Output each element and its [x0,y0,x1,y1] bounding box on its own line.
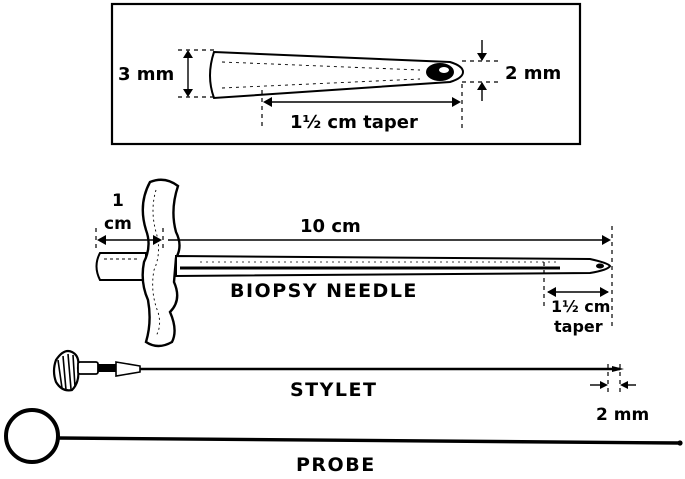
needle-taper-arrow-left [547,287,556,297]
inset-tip-arrow-top [477,53,487,61]
probe-tip [677,440,683,446]
needle-taper-label-2: taper [554,317,603,336]
needle-handle [141,178,181,348]
needle-handle-label-1: 1 [112,191,124,211]
needle-length-arrow-right [602,235,611,245]
inset-taper-label: 1½ cm taper [290,112,418,133]
inset-width-label: 3 mm [118,64,174,85]
inset-tip-arrow-bottom [477,82,487,90]
needle-handle-shading [152,189,161,337]
needle-taper-label-1: 1½ cm [551,297,610,316]
inset-needle-shaft [209,50,465,100]
needle-hub [95,252,147,281]
stylet: 2 mm STYLET [52,349,649,425]
inset-width-arrow-bottom [183,89,193,97]
needle-handle-label-2: cm [104,214,132,234]
biopsy-needle: 1 cm 10 cm 1½ cm taper BIOPSY NEEDLE [95,178,613,348]
inset-shaft-shading [221,61,421,71]
stylet-tip-arrow-right [620,381,628,389]
stylet-collar-band [98,364,116,372]
stylet-knob [52,349,80,392]
probe-ring [4,408,60,464]
needle-tip-opening [596,263,604,269]
inset-bevel-opening [426,63,454,81]
stylet-knob-knurling [57,353,76,391]
inset-shaft-shading-lower [221,78,421,89]
probe-name-label: PROBE [296,454,376,476]
needle-shaft [175,254,612,278]
needle-name-label: BIOPSY NEEDLE [230,280,418,302]
inset-width-arrow-top [183,50,193,58]
inset-tip-label: 2 mm [505,63,561,84]
inset-taper-arrow-left [263,97,272,107]
probe: PROBE [4,408,683,476]
inset-taper-arrow-right [452,97,461,107]
probe-wire [57,436,681,445]
needle-handle-arrow-right [153,235,162,245]
stylet-tip [612,366,624,372]
stylet-name-label: STYLET [290,379,377,401]
stylet-tip-label: 2 mm [596,405,649,425]
stylet-tip-arrow-left [600,381,608,389]
needle-handle-arrow-left [97,235,106,245]
needle-taper-arrow-right [600,287,609,297]
needle-length-label: 10 cm [300,216,361,237]
tip-detail-inset: 3 mm 2 mm 1½ cm taper [110,2,582,146]
stylet-neck [115,361,141,377]
inset-bevel-highlight [439,67,449,73]
stylet-collar [77,361,99,375]
